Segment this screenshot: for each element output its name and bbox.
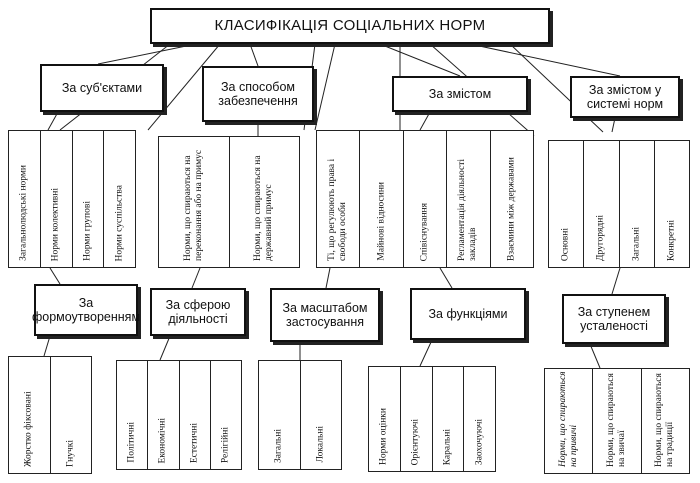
item-persuasion-or-coercion: Норми, що спираються на переконання або … [182, 149, 204, 261]
page-title: КЛАСИФІКАЦІЯ СОЦІАЛЬНИХ НОРМ [150, 8, 550, 44]
item-political: Політичні [126, 422, 137, 463]
item-encouraging: Заохочуючі [463, 367, 495, 471]
item-state-coercion: Норми, що спираються на державний примус [228, 137, 300, 267]
group-by-subjects: Загальнолюдські норми Норми колективні Н… [8, 130, 136, 268]
group-by-enforcement: Норми, що спираються на переконання або … [158, 136, 300, 268]
header-by-functions: За функціями [410, 288, 526, 340]
header-by-scale: За масштабом застосування [270, 288, 380, 342]
item-orienting: Орієнтуючі [399, 367, 432, 471]
item-coexistence: Співіснування [402, 131, 446, 267]
item-interstate-relations: Взаємини між державами [489, 131, 533, 267]
item-rigidly-fixed: Жорстко фіксовані [23, 391, 34, 467]
item-basic: Основні [560, 227, 571, 261]
group-by-content-in-system: Основні Другорядні Загальні Конкретні [548, 140, 690, 268]
group-by-stability: Норми, що спираються на привичі Норми, щ… [544, 368, 690, 474]
group-by-functions: Норми оцінки Орієнтуючі Каральні Заохочу… [368, 366, 496, 472]
item-rights-and-freedoms: Ті, що регулюють права і свободи особи [327, 158, 349, 261]
item-economic: Економічні [147, 361, 178, 469]
header-by-subjects: За суб'єктами [40, 64, 164, 112]
group-by-scale: Загальні Локальні [258, 360, 342, 470]
item-evaluation-norms: Норми оцінки [378, 408, 389, 465]
group-by-sphere: Політичні Економічні Естетичні Релігійні [116, 360, 242, 470]
item-group-norms: Норми групові [71, 131, 104, 267]
header-by-enforcement: За способом забезпечення [202, 66, 314, 122]
header-by-content: За змістом [392, 76, 528, 112]
item-property-relations: Майнові відносини [359, 131, 402, 267]
item-specific: Конкретні [653, 141, 689, 267]
item-based-on-traditions: Норми, що спираються на традиції [640, 369, 689, 473]
item-local: Локальні [299, 361, 342, 469]
item-universal-norms: Загальнолюдські норми [18, 165, 29, 261]
header-by-stability: За ступенем усталеності [562, 294, 666, 344]
item-collective-norms: Норми колективні [39, 131, 72, 267]
item-society-norms: Норми суспільства [103, 131, 135, 267]
group-by-form: Жорстко фіксовані Гнучкі [8, 356, 92, 474]
item-based-on-habits: Норми, що спираються на привичі [557, 371, 579, 467]
item-general: Загальні [618, 141, 654, 267]
item-institution-regulation: Регламентація діяльності закладів [446, 131, 489, 267]
header-by-sphere: За сферою діяльності [150, 288, 246, 336]
item-based-on-customs: Норми, що спираються на звичаї [592, 369, 640, 473]
header-by-content-in-system: За змістом у системі норм [570, 76, 680, 118]
item-general-scale: Загальні [273, 429, 284, 463]
item-aesthetic: Естетичні [178, 361, 210, 469]
item-flexible: Гнучкі [49, 357, 92, 473]
group-by-content: Ті, що регулюють права і свободи особи М… [316, 130, 534, 268]
header-by-form: За формоутворенням [32, 284, 140, 336]
item-religious: Релігійні [209, 361, 241, 469]
item-secondary: Другорядні [583, 141, 618, 267]
item-punitive: Каральні [431, 367, 464, 471]
